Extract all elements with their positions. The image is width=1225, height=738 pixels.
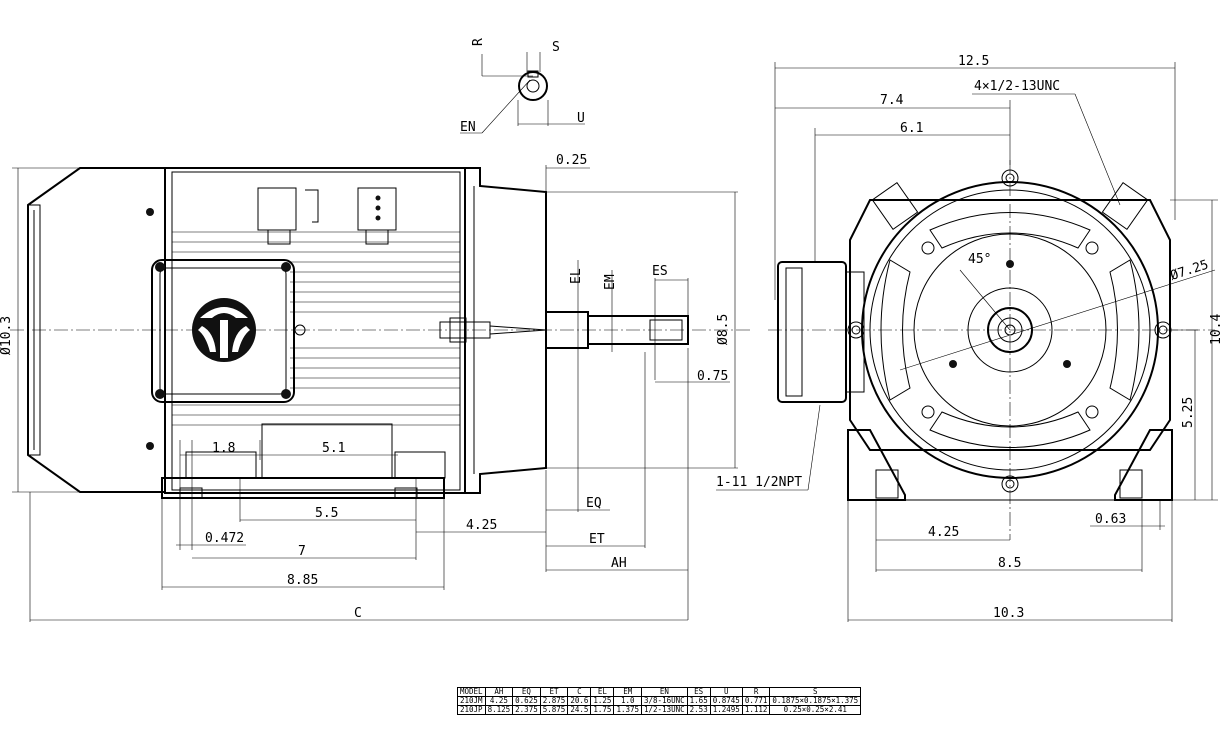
dim-0-25: 0.25 <box>556 153 587 168</box>
dim-5-25: 5.25 <box>1181 397 1196 428</box>
dim-8-5: 8.5 <box>998 556 1021 571</box>
table-cell: 2.53 <box>686 705 711 715</box>
label-U: U <box>577 111 585 126</box>
dim-bolt-pattern: 4×1/2-13UNC <box>974 79 1060 94</box>
dim-ES: ES <box>652 264 668 279</box>
dim-5-5: 5.5 <box>315 506 338 521</box>
table-cell: 1/2-13UNC <box>641 705 688 715</box>
table-cell: 8.125 <box>484 705 514 715</box>
dim-8-85: 8.85 <box>287 573 318 588</box>
table-cell: 210JP <box>457 705 486 715</box>
label-EN: EN <box>460 120 476 135</box>
table-cell: 1.2495 <box>709 705 743 715</box>
dim-5-1: 5.1 <box>322 441 345 456</box>
table-cell: 2.375 <box>512 705 541 715</box>
dim-12-5: 12.5 <box>958 54 989 69</box>
table-cell: 24.5 <box>567 705 592 715</box>
dim-0-75: 0.75 <box>697 369 728 384</box>
dim-dia-10-3: Ø10.3 <box>0 316 14 355</box>
brand-logo <box>192 298 256 362</box>
motor-side-view: 0.25 Ø10.3 EL EM ES Ø8.5 0.75 1.8 5.1 5.… <box>0 153 752 622</box>
dim-ET: ET <box>589 532 605 547</box>
dim-1-8: 1.8 <box>212 441 235 456</box>
dim-EQ: EQ <box>586 496 602 511</box>
dim-AH: AH <box>611 556 627 571</box>
table-cell: 1.375 <box>613 705 643 715</box>
table-cell: 1.112 <box>741 705 771 715</box>
dim-10-4: 10.4 <box>1209 314 1224 345</box>
table-cell: 0.25×0.25×2.41 <box>769 705 862 715</box>
label-R: R <box>471 38 486 46</box>
dim-7: 7 <box>298 544 306 559</box>
shaft-section-detail: R S EN U <box>460 38 585 135</box>
dim-dia-8-5: Ø8.5 <box>716 314 731 345</box>
spec-table: MODEL AH EQ ET C EL EM EN ES U R S 210JM… <box>457 687 862 715</box>
dim-4-25-end: 4.25 <box>928 525 959 540</box>
dim-EM: EM <box>603 274 618 290</box>
dim-7-4: 7.4 <box>880 93 904 108</box>
dim-6-1: 6.1 <box>900 121 923 136</box>
dim-4-25-side: 4.25 <box>466 518 497 533</box>
table-row: 210JP 8.125 2.375 5.875 24.5 1.75 1.375 … <box>457 705 862 715</box>
dim-0-472: 0.472 <box>205 531 244 546</box>
dim-C: C <box>354 606 362 621</box>
table-cell: 5.875 <box>539 705 569 715</box>
dim-10-3: 10.3 <box>993 606 1024 621</box>
dim-npt: 1-11 1/2NPT <box>716 475 802 490</box>
dim-EL: EL <box>569 268 584 284</box>
table-cell: 1.75 <box>590 705 615 715</box>
dim-dia-7-25: Ø7.25 <box>1169 257 1211 283</box>
dim-45-deg: 45° <box>968 252 991 267</box>
dim-0-63: 0.63 <box>1095 512 1126 527</box>
motor-end-view: 12.5 4×1/2-13UNC 7.4 6.1 45° Ø7.25 10.4 … <box>716 54 1224 622</box>
label-S: S <box>552 40 560 55</box>
